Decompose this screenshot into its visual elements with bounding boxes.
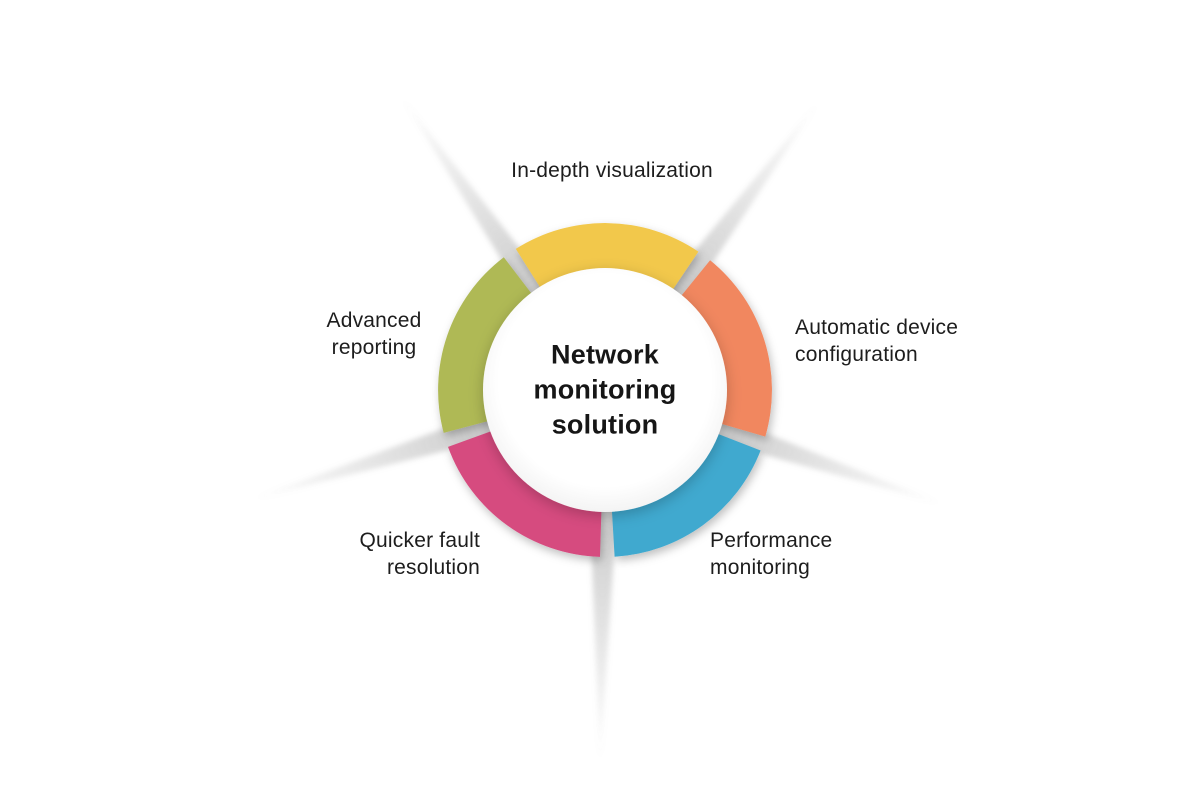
diagram-center-title: Network monitoring solution: [533, 339, 677, 440]
segment-arc-quicker-fault-resolution: [448, 426, 602, 557]
segment-arc-advanced-reporting: [438, 257, 540, 433]
segment-label-performance-monitoring: Performance monitoring: [710, 529, 833, 579]
segment-label-quicker-fault-resolution: Quicker fault resolution: [359, 529, 480, 579]
segment-label-automatic-device-configuration: Automatic device configuration: [795, 316, 959, 366]
center-circle: [483, 268, 727, 512]
segment-label-in-depth-visualization: In-depth visualization: [511, 159, 713, 182]
segment-arc-automatic-device-configuration: [672, 260, 772, 437]
segment-label-advanced-reporting: Advanced reporting: [326, 309, 422, 359]
segment-arc-performance-monitoring: [611, 429, 761, 557]
